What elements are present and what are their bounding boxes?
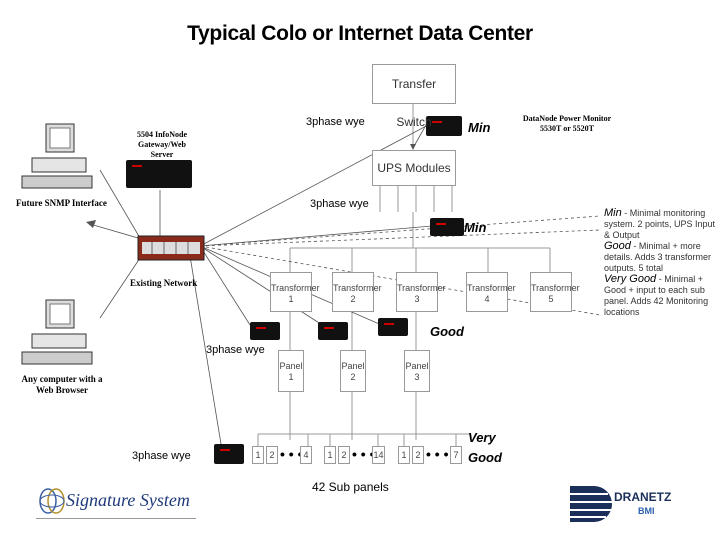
rating-legend: Min - Minimal monitoring system. 2 point… [604,208,716,318]
power-monitor-icon [426,116,462,136]
legend-vgood-text: - Minimal + Good + input to each sub pan… [604,274,709,317]
ellipsis-text: • • • [352,446,375,462]
power-monitor-icon [430,218,464,236]
signature-swirl-icon [39,488,65,514]
phase-label: 3phase wye [206,344,265,356]
computer-icon [21,299,93,365]
browser-label: Any computer with a Web Browser [21,374,103,395]
arrow-head-icon [86,220,96,228]
signature-system-logo: Signature System [36,484,196,520]
sub-panel-box: 7 [450,446,462,464]
ellipsis-text: • • • [426,446,449,462]
transformer-box: Transformer 4 [466,272,516,312]
snmp-label: Future SNMP Interface [16,198,107,208]
sub-panel-box: 2 [412,446,424,464]
transformer-box: Transformer 3 [396,272,446,312]
panel-box: Panel 2 [340,350,366,392]
power-monitor-icon [378,318,408,336]
rating-very: Very [468,430,496,445]
sub-panel-box: 1 [324,446,336,464]
legend-vgood-key: Very Good [604,273,657,285]
network-label: Existing Network [130,278,198,288]
panel-box: Panel 3 [404,350,430,392]
phase-label: 3phase wye [310,198,369,210]
power-monitor-icon [318,322,348,340]
phase-label: 3phase wye [132,450,191,462]
sub-panel-box: 14 [372,446,385,464]
rating-min: Min [464,220,487,235]
sub-panels-label: 42 Sub panels [312,480,389,494]
logo-underline [36,518,196,519]
page-title: Typical Colo or Internet Data Center [187,22,533,45]
sub-panel-box: 1 [398,446,410,464]
sub-panel-box: 2 [266,446,278,464]
dranetz-logo: DRANETZ BMI [568,484,688,524]
ellipsis-text: • • • [280,446,303,462]
legend-min-key: Min [604,207,622,219]
sub-panel-box: 1 [252,446,264,464]
dranetz-text: DRANETZ [614,490,672,504]
transformer-box: Transformer 2 [332,272,382,312]
sub-panel-box: 2 [338,446,350,464]
signature-system-text: Signature System [66,490,190,510]
sub-panel-box: 4 [300,446,312,464]
transformer-box: Transformer 5 [530,272,580,312]
transfer-switch-box: Transfer Switch [372,64,456,129]
rating-min: Min [468,120,491,135]
legend-good-text: - Minimal + more details. Adds 3 transfo… [604,241,712,273]
computer-icon [21,123,93,189]
power-monitor-icon [250,322,280,340]
ups-modules-box: UPS Modules [372,150,456,186]
legend-good-key: Good [604,240,631,252]
power-monitor-icon [214,444,244,464]
gateway-label: 5504 InfoNode Gateway/Web Server [136,130,187,159]
monitor-label: DataNode Power Monitor 5530T or 5520T [522,114,612,133]
phase-label: 3phase wye [306,116,365,128]
gateway-server-icon [126,160,192,188]
legend-min-text: - Minimal monitoring system. 2 points, U… [604,208,716,240]
rating-very-good: Good [468,450,502,465]
transformer-box: Transformer 1 [270,272,320,312]
network-switch-icon [137,235,205,261]
panel-box: Panel 1 [278,350,304,392]
dranetz-mark-icon [570,486,612,522]
rating-good: Good [430,324,464,339]
bmi-text: BMI [638,506,655,516]
